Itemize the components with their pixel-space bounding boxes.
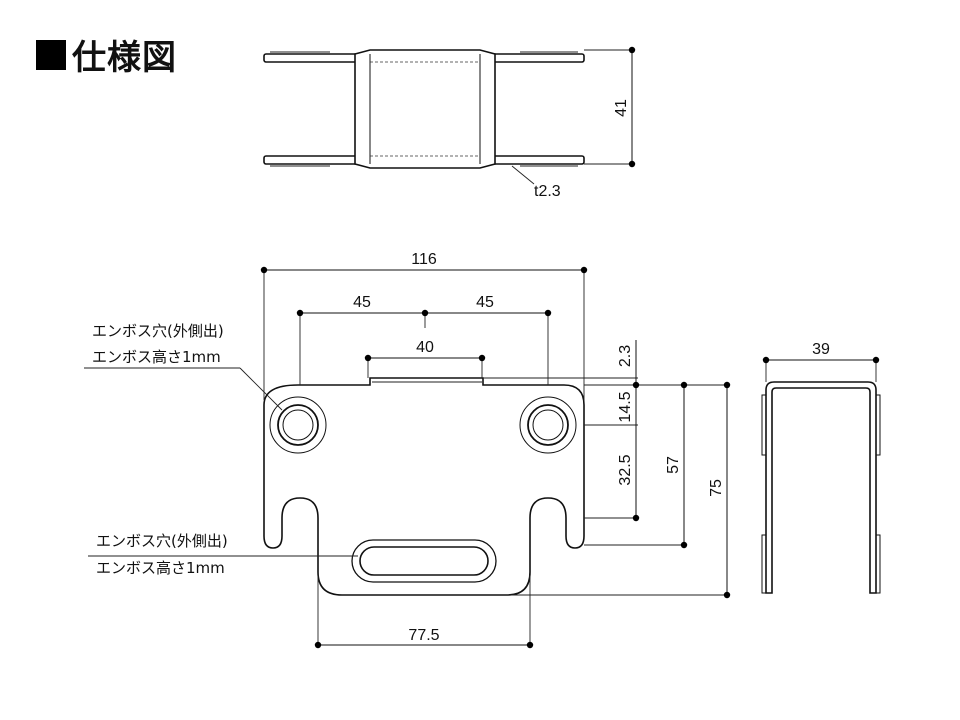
channel-body: [354, 49, 496, 169]
callout-lower-line1: エンボス穴(外側出): [96, 532, 228, 550]
height-57-label: 57: [665, 456, 682, 474]
pitch-45-right-label: 45: [476, 294, 494, 311]
emboss-slot: [351, 539, 497, 583]
emboss-hole-left-outer: [269, 396, 327, 454]
notch-depth-2-3-label: 2.3: [617, 345, 634, 367]
front-view: 116 45 45 40 2.3 14.5 32.5: [84, 251, 731, 649]
callout-upper-line2: エンボス高さ1mm: [92, 348, 221, 366]
callout-upper-line1: エンボス穴(外側出): [92, 322, 224, 340]
hole-offset-14-5-label: 14.5: [617, 391, 634, 422]
side-view: 39: [761, 341, 881, 594]
black-square-icon: [36, 39, 66, 70]
bottom-77-5-label: 77.5: [408, 627, 439, 644]
thickness-label: t2.3: [534, 183, 561, 200]
side-channel: [765, 381, 877, 594]
top-view: 41 t2.3: [263, 46, 636, 200]
page-title-text: 仕様図: [72, 38, 177, 78]
emboss-hole-right-outer: [519, 396, 577, 454]
width-39-label: 39: [812, 341, 830, 358]
width-116-label: 116: [411, 251, 437, 268]
notch-40-label: 40: [416, 339, 434, 356]
height-75-label: 75: [708, 479, 725, 497]
callout-lower-line2: エンボス高さ1mm: [96, 559, 225, 577]
height-41-label: 41: [613, 99, 630, 117]
pitch-45-left-label: 45: [353, 294, 371, 311]
slot-offset-32-5-label: 32.5: [617, 454, 634, 485]
page-title: 仕様図: [36, 30, 177, 79]
